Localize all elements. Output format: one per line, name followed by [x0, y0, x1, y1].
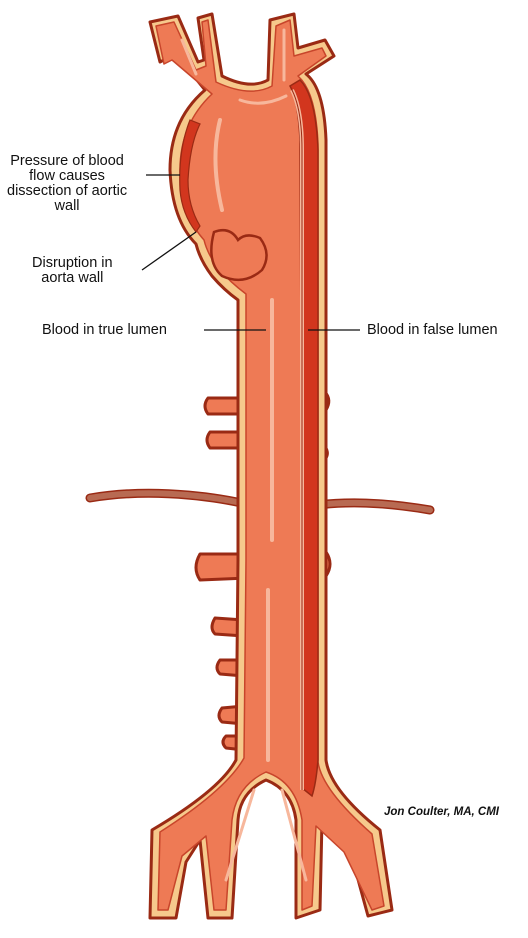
- label-pressure: Pressure of blood flow causes dissection…: [7, 154, 127, 214]
- illustrator-credit: Jon Coulter, MA, CMI: [384, 806, 528, 818]
- aortic-tear: [211, 230, 266, 280]
- label-disruption: Disruption in aorta wall: [32, 256, 113, 286]
- label-disruption-line-2: aorta wall: [32, 271, 113, 286]
- label-pressure-line-4: wall: [7, 199, 127, 214]
- label-pressure-line-1: Pressure of blood: [7, 154, 127, 169]
- label-pressure-line-3: dissection of aortic: [7, 184, 127, 199]
- label-true-lumen: Blood in true lumen: [42, 323, 167, 338]
- label-pressure-line-2: flow causes: [7, 169, 127, 184]
- label-disruption-line-1: Disruption in: [32, 256, 113, 271]
- aorta: [150, 14, 392, 918]
- label-false-lumen: Blood in false lumen: [367, 323, 528, 338]
